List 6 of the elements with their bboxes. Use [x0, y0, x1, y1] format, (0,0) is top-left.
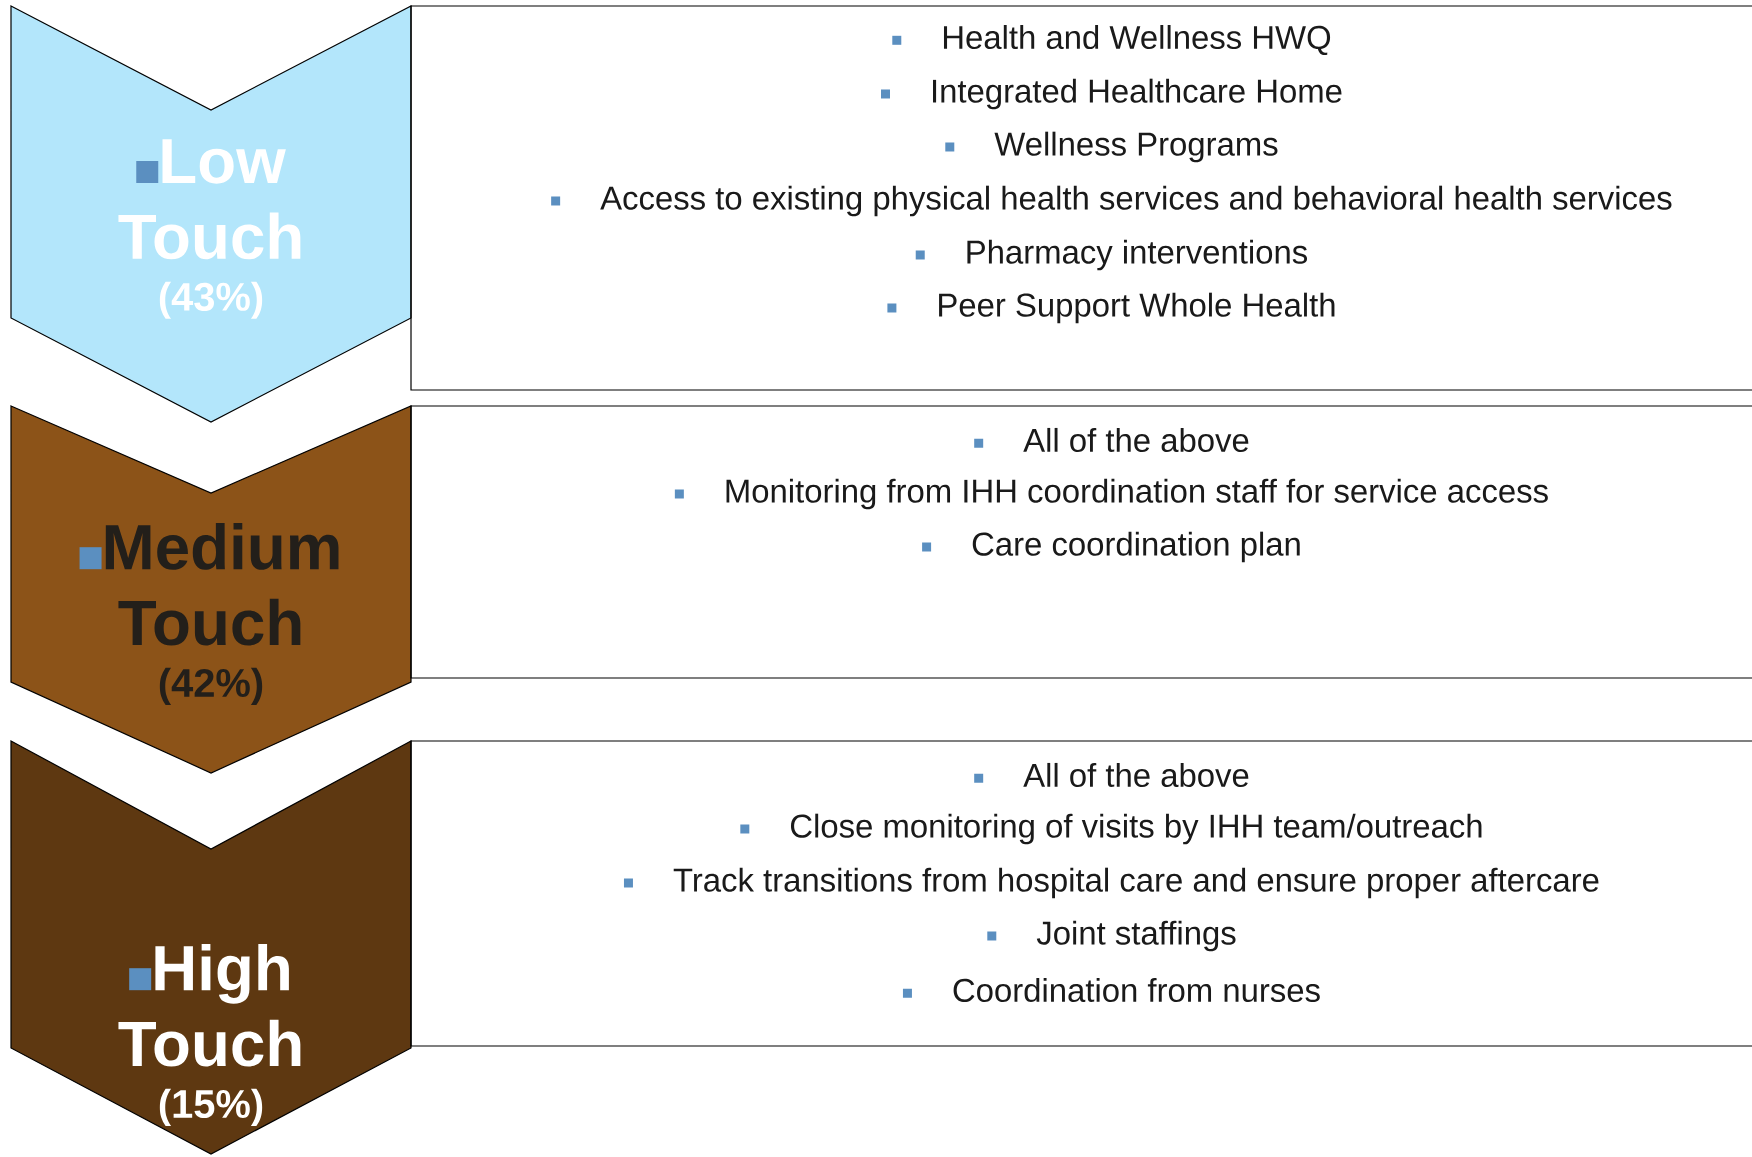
tier-band: Medium Touch (42%) [10, 405, 412, 774]
tier-band: Low Touch (43%) [10, 5, 412, 423]
content-box: All of the above Close monitoring of visits by IHH team/outreach Track transitions from hospital care and ensure proper aftercare Joint staffings Coordination from nurses [410, 740, 1752, 1047]
content-box: Health and Wellness HWQ Integrated Healthcare Home Wellness Programs Access to existing physical health services and behavioral health services Pharmacy interventions Peer Support Whole Health [410, 5, 1752, 391]
content-box: All of the above Monitoring from IHH coordination staff for service access Care coordination plan [410, 405, 1752, 679]
tier-band: High Touch (15%) [10, 740, 412, 1155]
